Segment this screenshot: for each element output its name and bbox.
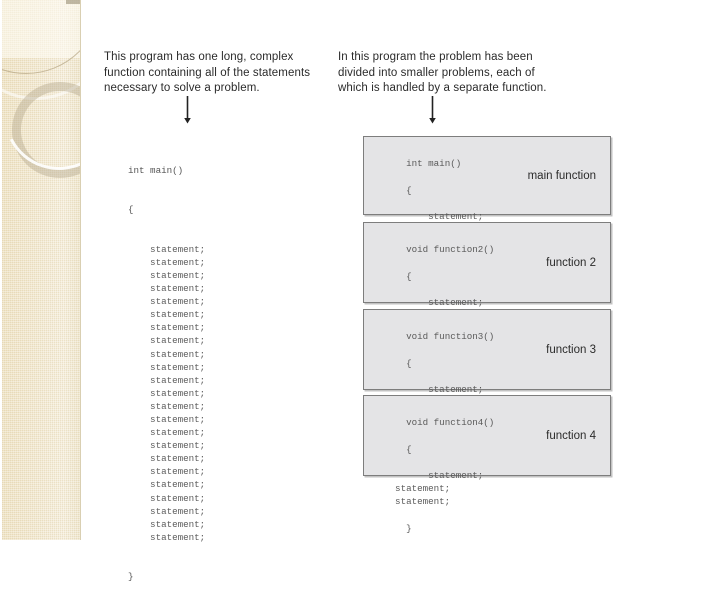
function-box-function3[interactable]: void function3() { statement; statement;…	[363, 309, 611, 448]
function-box-main[interactable]: int main() { statement; statement; state…	[363, 136, 611, 275]
code-statement-line: statement;	[128, 256, 206, 268]
function-box-code: void function4() { statement; statement;…	[373, 403, 494, 548]
code-statement-line: statement;	[406, 470, 484, 482]
function-box-label: function 4	[546, 429, 596, 442]
function-box-label: main function	[527, 169, 596, 182]
down-arrow-icon-left	[182, 96, 193, 124]
code-statement-line: statement;	[128, 466, 206, 478]
code-statement-line: statement;	[128, 427, 206, 439]
code-statement-line: statement;	[128, 269, 206, 281]
code-statement-line: statement;	[128, 518, 206, 530]
code-statement-line: statement;	[128, 309, 206, 321]
code-open-brace: {	[406, 270, 412, 282]
decorative-sidebar-band	[2, 0, 81, 540]
left-heading-text: This program has one long, complex funct…	[104, 51, 311, 94]
code-signature: int main()	[406, 158, 462, 170]
code-statement-line: statement;	[128, 348, 206, 360]
code-statement-line: statement;	[128, 479, 206, 491]
code-statement-list: statement; statement; statement;	[373, 470, 483, 507]
slide-canvas: This program has one long, complex funct…	[2, 0, 611, 583]
code-signature: void function3()	[406, 331, 495, 343]
code-statement-list: statement; statement; statement; stateme…	[128, 243, 205, 544]
code-open-brace: {	[406, 443, 412, 455]
code-open-brace: {	[406, 357, 412, 369]
code-statement-line: statement;	[128, 440, 206, 452]
code-statement-line: statement;	[128, 531, 206, 543]
code-statement-line: statement;	[128, 361, 206, 373]
code-statement-line: statement;	[373, 496, 451, 508]
code-open-brace: {	[128, 204, 134, 216]
code-statement-line: statement;	[128, 505, 206, 517]
sidebar-top-cap	[66, 0, 80, 4]
code-statement-line: statement;	[128, 453, 206, 465]
code-statement-line: statement;	[373, 483, 451, 495]
code-signature: void function2()	[406, 244, 495, 256]
code-close-brace: }	[406, 522, 412, 534]
function-box-label: function 2	[546, 256, 596, 269]
code-statement-line: statement;	[128, 374, 206, 386]
code-statement-line: statement;	[128, 296, 206, 308]
monolithic-main-code-block: int main() { statement; statement; state…	[128, 138, 205, 609]
right-heading-text: In this program the problem has been div…	[338, 51, 547, 94]
down-arrow-icon-right	[427, 96, 438, 124]
code-signature: int main()	[128, 165, 184, 177]
code-statement-line: statement;	[406, 384, 484, 396]
grey-ring-decoration	[12, 82, 80, 178]
code-statement-line: statement;	[128, 492, 206, 504]
code-statement-line: statement;	[406, 211, 484, 223]
code-statement-line: statement;	[128, 413, 206, 425]
code-statement-line: statement;	[128, 335, 206, 347]
code-statement-line: statement;	[128, 243, 206, 255]
code-statement-line: statement;	[128, 283, 206, 295]
function-box-function4[interactable]: void function4() { statement; statement;…	[363, 395, 611, 534]
code-statement-line: statement;	[128, 400, 206, 412]
function-box-function2[interactable]: void function2() { statement; statement;…	[363, 222, 611, 361]
code-signature: void function4()	[406, 417, 495, 429]
function-box-label: function 3	[546, 343, 596, 356]
code-statement-line: statement;	[128, 322, 206, 334]
code-statement-line: statement;	[406, 297, 484, 309]
code-statement-line: statement;	[128, 387, 206, 399]
code-close-brace: }	[128, 571, 134, 583]
code-open-brace: {	[406, 184, 412, 196]
